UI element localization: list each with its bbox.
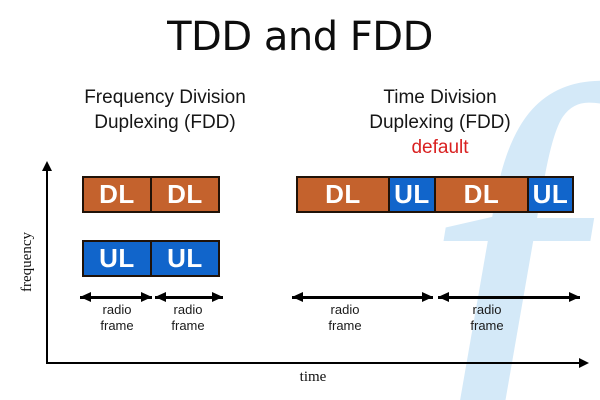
radio-frame-label: radio frame [310,302,380,334]
radio-frame-label-line1: radio [330,302,360,317]
fdd-downlink-row: DL DL [82,176,220,213]
radio-frame-arrow [292,292,433,302]
tdd-heading-line2: Duplexing (FDD) [369,112,511,133]
fdd-heading: Frequency Division Duplexing (FDD) [40,85,290,135]
time-axis-label: time [299,369,327,385]
radio-frame-label-line2: frame [470,318,504,333]
fdd-heading-line1: Frequency Division [84,87,246,108]
default-label: default [411,137,469,158]
slide-title: TDD and FDD [167,14,433,60]
dl-block: DL [434,176,529,213]
radio-frame-label-line1: radio [472,302,502,317]
radio-frame-label-line2: frame [171,318,205,333]
ul-block: UL [82,240,152,277]
radio-frame-label: radio frame [153,302,223,334]
dl-block: DL [150,176,220,213]
fdd-uplink-row: UL UL [82,240,220,277]
dl-block: DL [296,176,390,213]
radio-frame-label: radio frame [452,302,522,334]
ul-block: UL [388,176,436,213]
radio-frame-arrow [155,292,223,302]
radio-frame-label: radio frame [82,302,152,334]
tdd-heading: Time Division Duplexing (FDD) default [322,85,558,160]
ul-block: UL [527,176,574,213]
time-axis [46,358,589,368]
radio-frame-label-line1: radio [173,302,203,317]
frequency-axis [42,161,52,364]
frequency-axis-label: frequency [19,232,35,292]
dl-block: DL [82,176,152,213]
radio-frame-arrow [438,292,580,302]
ul-block: UL [150,240,220,277]
fdd-heading-line2: Duplexing (FDD) [94,112,236,133]
radio-frame-arrow [80,292,152,302]
tdd-heading-line1: Time Division [383,87,497,108]
radio-frame-label-line1: radio [102,302,132,317]
radio-frame-label-line2: frame [328,318,362,333]
radio-frame-label-line2: frame [100,318,134,333]
tdd-frame-row: DL UL DL UL [296,176,574,213]
